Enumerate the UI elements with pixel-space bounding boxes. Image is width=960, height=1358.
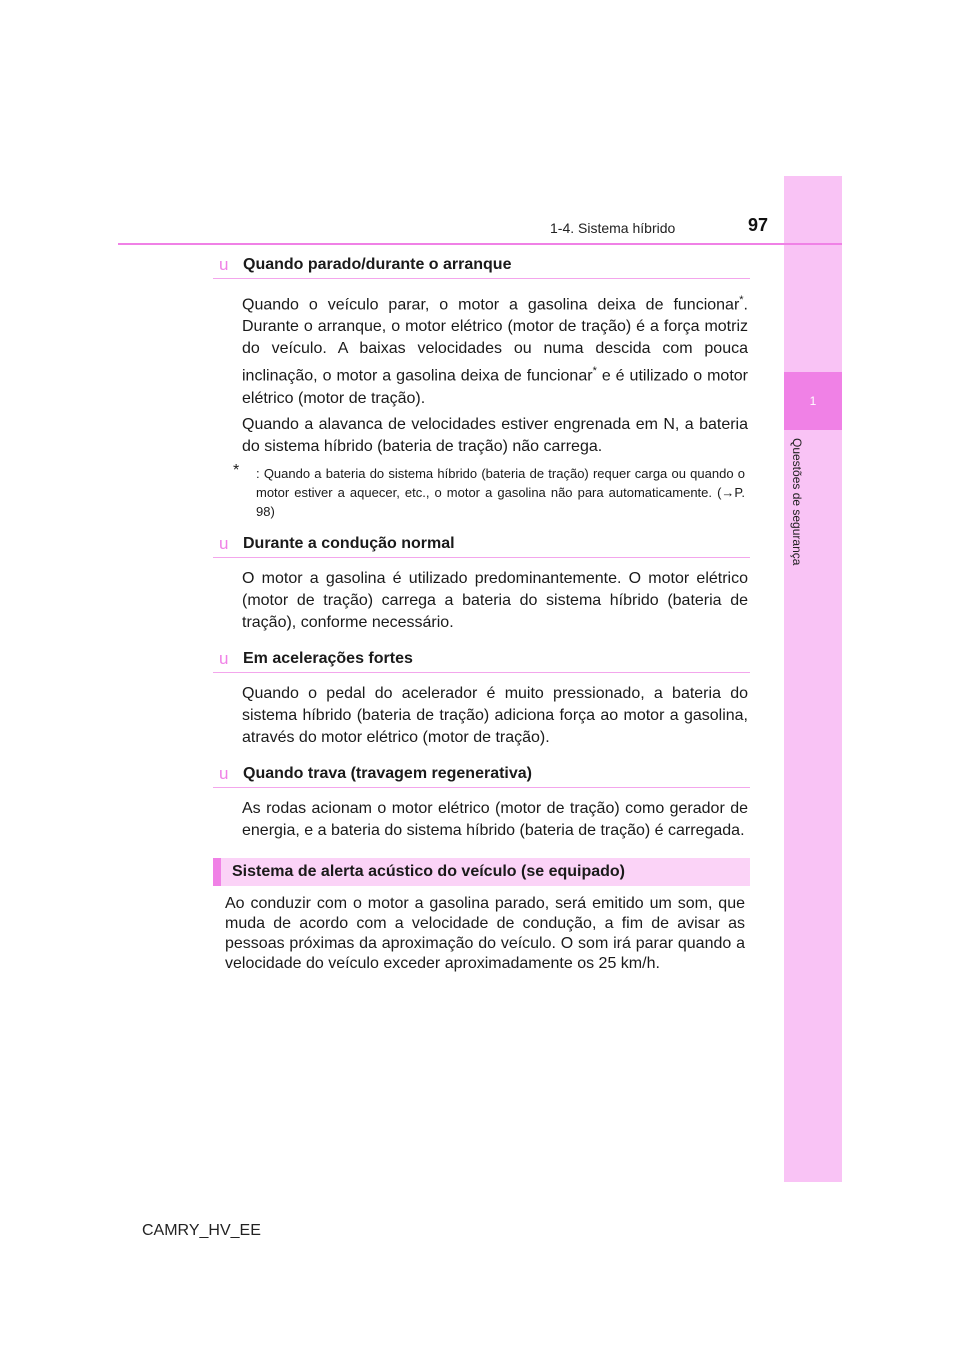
bullet-icon: u bbox=[219, 763, 229, 783]
paragraph: Quando a alavanca de velocidades estiver… bbox=[242, 415, 748, 455]
sub-heading-normal-driving: u Durante a condução normal bbox=[213, 531, 750, 558]
footnote: * : Quando a bateria do sistema híbrido … bbox=[233, 461, 745, 521]
sub-heading-stopped: u Quando parado/durante o arranque bbox=[213, 252, 750, 279]
chapter-number: 1 bbox=[809, 394, 817, 408]
footnote-text: : Quando a bateria do sistema híbrido (b… bbox=[256, 465, 745, 519]
chapter-title: Questões de segurança bbox=[790, 438, 804, 566]
header-section-title: 1-4. Sistema híbrido bbox=[550, 220, 676, 236]
page-number: 97 bbox=[748, 215, 769, 235]
asterisk-mark: * bbox=[739, 294, 744, 306]
sub-heading-text: Quando trava (travagem regenerativa) bbox=[243, 764, 532, 782]
paragraph: As rodas acionam o motor elétrico (motor… bbox=[242, 799, 748, 839]
chapter-tab: 1 bbox=[784, 372, 842, 430]
sub-heading-text: Em acelerações fortes bbox=[243, 649, 413, 667]
bullet-icon: u bbox=[219, 533, 229, 553]
paragraph: Quando o veículo parar, o motor a gasoli… bbox=[242, 289, 748, 410]
bullet-icon: u bbox=[219, 255, 229, 274]
paragraph-text: e é utilizado o motor elétrico (motor de… bbox=[242, 367, 748, 407]
sub-heading-regenerative-braking: u Quando trava (travagem regenerativa) bbox=[213, 761, 750, 788]
bullet-icon: u bbox=[219, 648, 229, 668]
paragraph: Ao conduzir com o motor a gasolina parad… bbox=[225, 894, 745, 972]
asterisk-mark: * bbox=[592, 365, 597, 378]
paragraph: O motor a gasolina é utilizado predomina… bbox=[242, 569, 748, 631]
paragraph: Quando o pedal do acelerador é muito pre… bbox=[242, 684, 748, 746]
section-heading-acoustic-alert: Sistema de alerta acústico do veículo (s… bbox=[213, 857, 750, 886]
asterisk-mark: * bbox=[233, 461, 240, 479]
side-band bbox=[784, 176, 842, 1182]
header-rule bbox=[118, 243, 842, 245]
sub-heading-text: Quando parado/durante o arranque bbox=[243, 256, 512, 273]
paragraph-text: . Durante o arranque, o motor elétrico (… bbox=[242, 296, 748, 385]
paragraph-text: Quando o veículo parar, o motor a gasoli… bbox=[242, 296, 740, 314]
page-content: u Quando parado/durante o arranque Quand… bbox=[213, 252, 750, 974]
document-code: CAMRY_HV_EE bbox=[142, 1222, 261, 1239]
sub-heading-text: Durante a condução normal bbox=[243, 534, 455, 552]
sub-heading-strong-acceleration: u Em acelerações fortes bbox=[213, 646, 750, 673]
